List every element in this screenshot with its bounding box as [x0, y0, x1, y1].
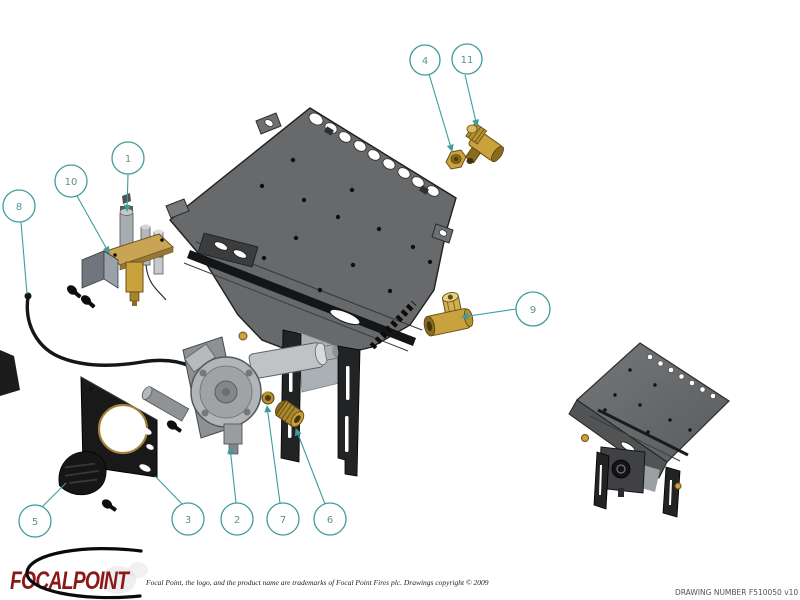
panel-screw-holes [259, 157, 433, 294]
assembled-view [568, 342, 730, 518]
callout-1: 1 [111, 141, 145, 175]
callout-5: 5 [18, 504, 52, 538]
control-knob [58, 451, 107, 496]
focalpoint-logo: FOCALPOINT [10, 547, 148, 600]
leader-lines [20, 73, 517, 508]
assembled-valve [598, 446, 646, 497]
leader-line-11 [464, 74, 480, 127]
burner-panel [168, 107, 457, 358]
callout-2: 2 [220, 502, 254, 536]
leader-line-8 [20, 221, 28, 295]
callout-8: 8 [2, 189, 36, 223]
callout-11-label: 11 [461, 55, 474, 66]
callout-8-label: 8 [16, 202, 22, 213]
gas-valve [141, 331, 339, 455]
louvre-teeth [369, 300, 417, 350]
callout-10: 10 [54, 164, 88, 198]
footer: FOCALPOINT Focal Point, the logo, and th… [10, 547, 798, 600]
leader-line-6 [294, 428, 326, 505]
partial-part-left-edge [0, 350, 20, 396]
mounting-tabs [165, 112, 454, 244]
vent-recess [197, 232, 259, 268]
callout-6-label: 6 [327, 515, 333, 526]
callout-10-label: 10 [65, 177, 78, 188]
callout-4: 4 [409, 44, 441, 76]
elbow-fitting [464, 122, 504, 164]
disclaimer-text: Focal Point, the logo, and the product n… [145, 578, 489, 587]
inlet-fitting [274, 399, 305, 428]
callout-3-label: 3 [185, 515, 191, 526]
panel-hole-row [308, 112, 440, 197]
callout-6: 6 [313, 502, 347, 536]
leader-line-2 [227, 446, 237, 504]
callout-5-label: 5 [32, 517, 38, 528]
callout-2-label: 2 [234, 515, 240, 526]
callout-4-label: 4 [422, 56, 428, 67]
pilot-bracket [81, 250, 119, 289]
tee-fitting [423, 292, 474, 337]
right-leg [337, 345, 361, 477]
leader-line-4 [428, 73, 454, 152]
callout-3: 3 [171, 502, 205, 536]
leader-line-10 [76, 195, 110, 254]
callout-1-label: 1 [125, 154, 131, 165]
pilot-assembly [105, 193, 174, 306]
callout-7-label: 7 [280, 515, 286, 526]
callout-balloons: 1 2 3 4 5 6 7 8 [2, 43, 551, 538]
callout-9-label: 9 [530, 305, 536, 316]
leader-line-1 [123, 173, 131, 212]
panel-handle-slot [329, 308, 361, 326]
callout-9: 9 [515, 291, 551, 327]
drawing-number: DRAWING NUMBER F510050 v10 [675, 588, 798, 597]
leader-line-9 [461, 308, 517, 320]
olive-nut [261, 391, 275, 405]
gasket-plate [80, 376, 158, 478]
leader-line-7 [264, 405, 281, 504]
logo-swoosh-icon [25, 547, 143, 600]
leader-line-3 [154, 475, 184, 506]
brass-nut [445, 149, 467, 170]
callout-11: 11 [451, 43, 483, 75]
leader-line-5 [41, 482, 67, 508]
callout-7: 7 [266, 502, 300, 536]
valve-solenoid [248, 342, 339, 380]
